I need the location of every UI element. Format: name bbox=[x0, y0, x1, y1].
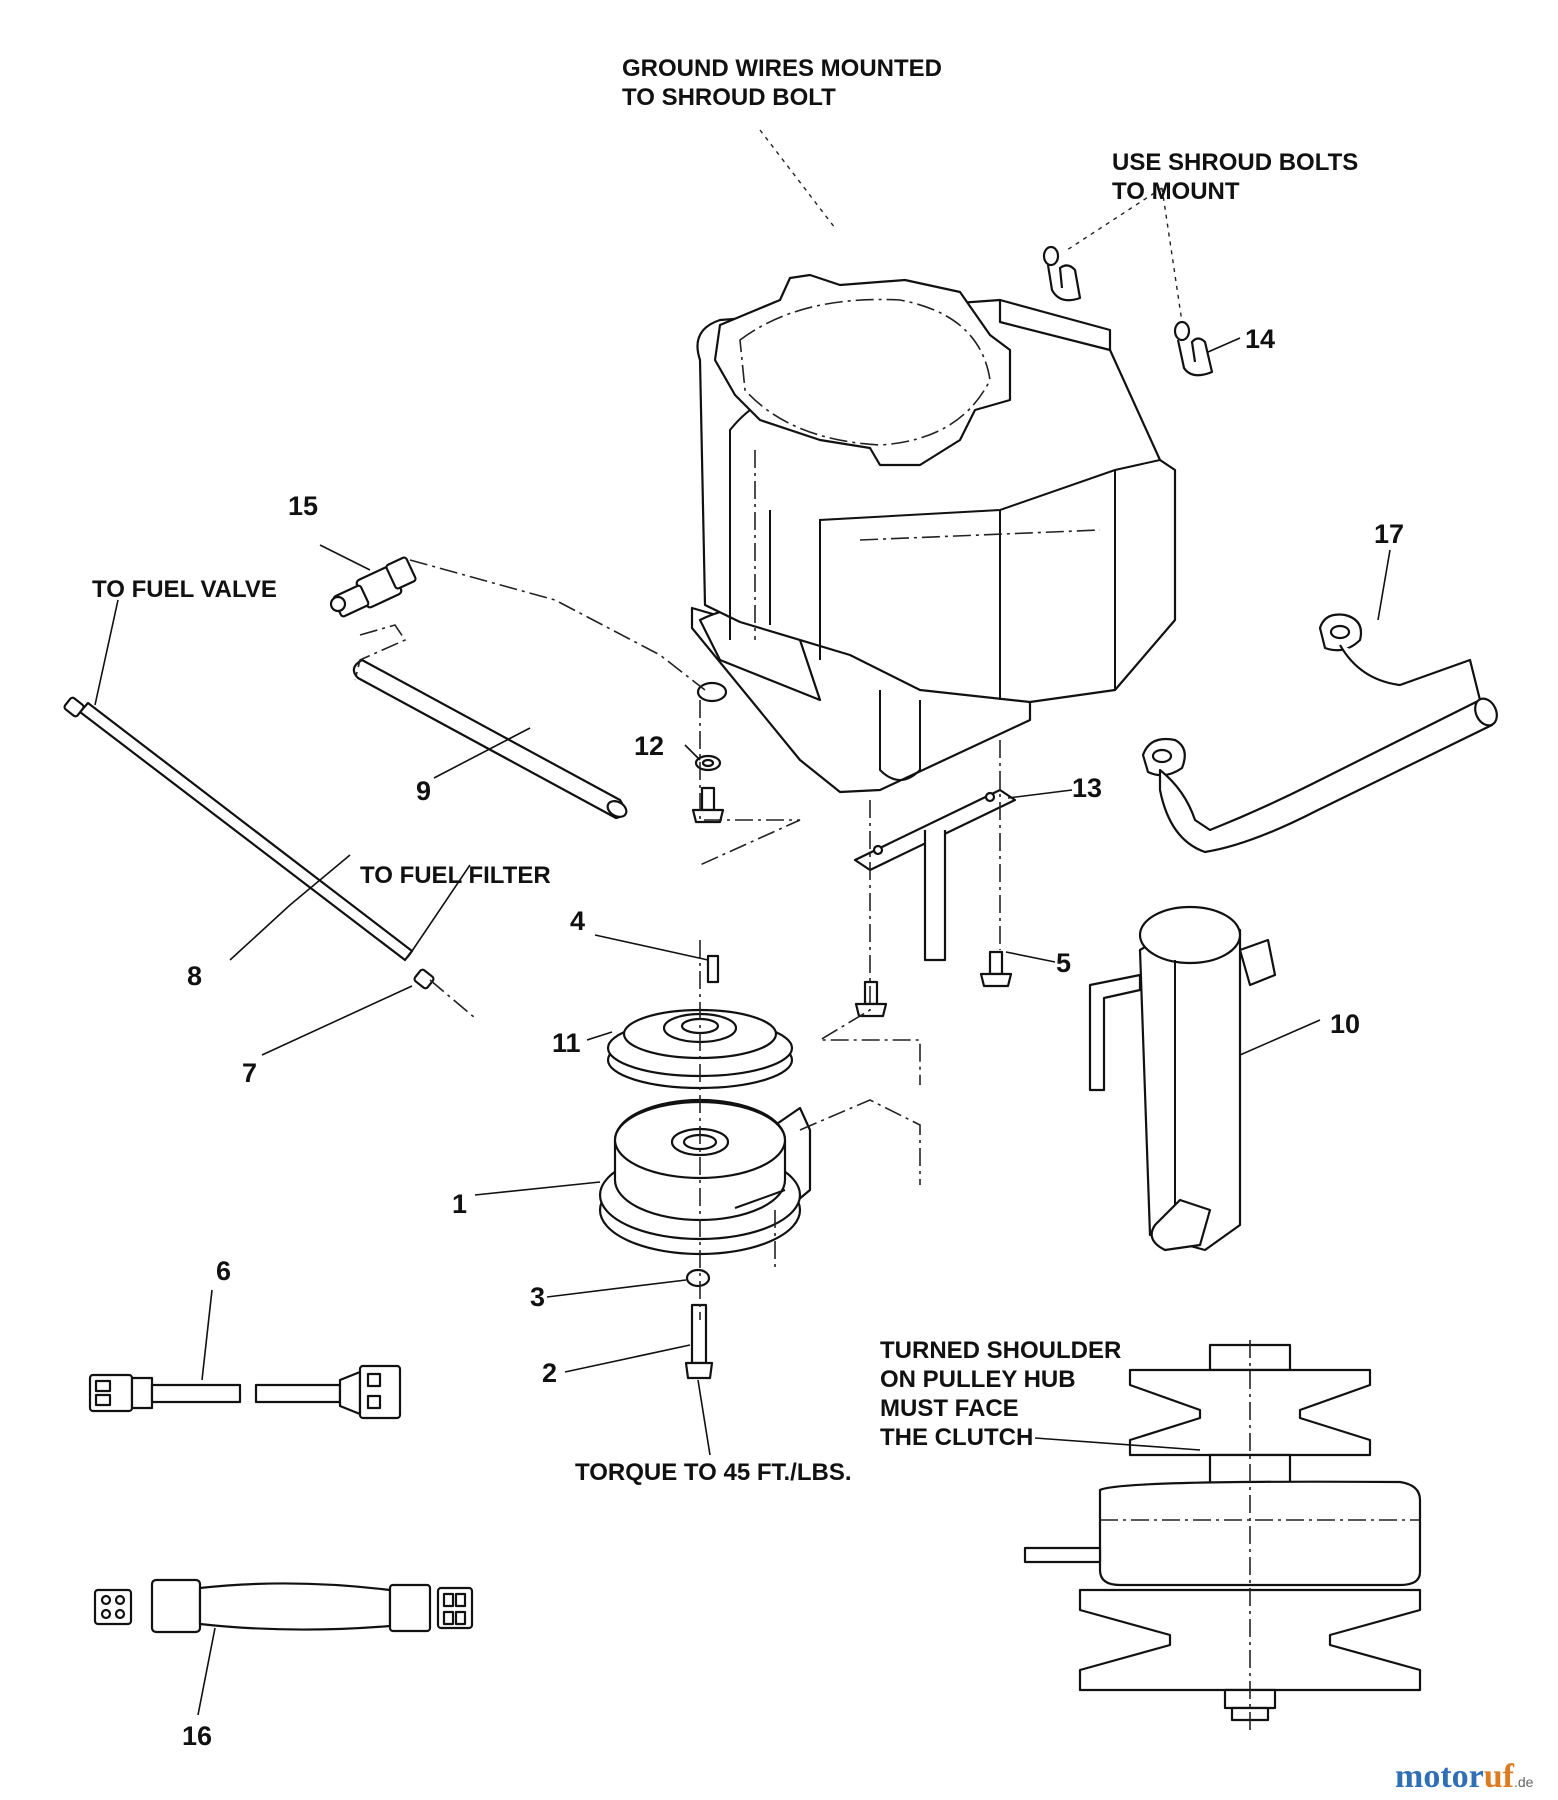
detail-pulley-clutch bbox=[1023, 1340, 1422, 1730]
exhaust-pipe bbox=[1141, 613, 1498, 854]
part-number-5: 5 bbox=[1056, 948, 1071, 978]
notes: GROUND WIRES MOUNTED TO SHROUD BOLT USE … bbox=[92, 55, 1358, 1486]
leader-lines bbox=[94, 129, 1391, 1716]
note-ground-wires-2: TO SHROUD BOLT bbox=[622, 84, 836, 111]
mounting-bracket bbox=[853, 788, 1017, 962]
wire-harness-16 bbox=[93, 1578, 474, 1634]
note-shroud-bolts-2: TO MOUNT bbox=[1112, 178, 1240, 205]
part-number-16: 16 bbox=[182, 1721, 212, 1751]
part-number-9: 9 bbox=[416, 776, 431, 806]
fuel-line-long bbox=[63, 696, 435, 990]
note-fuel-valve: TO FUEL VALVE bbox=[92, 576, 277, 603]
hidden-lines bbox=[354, 559, 1001, 1320]
part-number-15: 15 bbox=[288, 491, 318, 521]
part-number-17: 17 bbox=[1374, 519, 1404, 549]
part-number-13: 13 bbox=[1072, 773, 1102, 803]
electric-clutch bbox=[598, 1098, 812, 1256]
watermark-suffix: .de bbox=[1514, 1774, 1534, 1790]
note-pulley-hub-1: TURNED SHOULDER bbox=[880, 1337, 1121, 1364]
part-number-7: 7 bbox=[242, 1058, 257, 1088]
note-fuel-filter: TO FUEL FILTER bbox=[360, 862, 551, 889]
part-number-3: 3 bbox=[530, 1282, 545, 1312]
fuel-hose-short bbox=[352, 658, 628, 820]
part-number-8: 8 bbox=[187, 961, 202, 991]
watermark-brand-b: uf bbox=[1484, 1758, 1515, 1795]
clutch-bolt bbox=[684, 1303, 714, 1380]
ground-clip-lower bbox=[1173, 320, 1214, 377]
watermark-logo: motoruf.de bbox=[1395, 1758, 1534, 1795]
fuel-fitting bbox=[329, 556, 417, 618]
pulley-key bbox=[706, 954, 720, 984]
part-numbers: 1 2 3 4 5 6 7 8 9 10 11 12 13 14 15 16 1… bbox=[182, 324, 1404, 1751]
ground-clip-upper bbox=[1042, 245, 1082, 302]
note-shroud-bolts-1: USE SHROUD BOLTS bbox=[1112, 149, 1358, 176]
part-number-2: 2 bbox=[542, 1358, 557, 1388]
note-torque: TORQUE TO 45 FT./LBS. bbox=[575, 1459, 852, 1486]
part-number-6: 6 bbox=[216, 1256, 231, 1286]
muffler bbox=[1088, 905, 1277, 1252]
washer bbox=[685, 1268, 711, 1288]
note-pulley-hub-2: ON PULLEY HUB bbox=[880, 1366, 1076, 1393]
bolt-12 bbox=[691, 754, 725, 824]
watermark-brand-a: motor bbox=[1395, 1758, 1484, 1795]
part-number-12: 12 bbox=[634, 731, 664, 761]
svg-text:motoruf.de: motoruf.de bbox=[1395, 1758, 1534, 1795]
wire-harness-6 bbox=[88, 1364, 402, 1420]
part-number-4: 4 bbox=[570, 906, 585, 936]
note-ground-wires-1: GROUND WIRES MOUNTED bbox=[622, 55, 942, 82]
part-number-1: 1 bbox=[452, 1189, 467, 1219]
part-number-10: 10 bbox=[1330, 1009, 1360, 1039]
bolt-5-right bbox=[979, 950, 1013, 988]
part-number-11: 11 bbox=[552, 1028, 581, 1058]
part-number-14: 14 bbox=[1245, 324, 1275, 354]
note-pulley-hub-4: THE CLUTCH bbox=[880, 1424, 1033, 1451]
note-pulley-hub-3: MUST FACE bbox=[880, 1395, 1019, 1422]
bolt-5-left bbox=[854, 980, 888, 1018]
engine-assembly bbox=[690, 273, 1177, 794]
